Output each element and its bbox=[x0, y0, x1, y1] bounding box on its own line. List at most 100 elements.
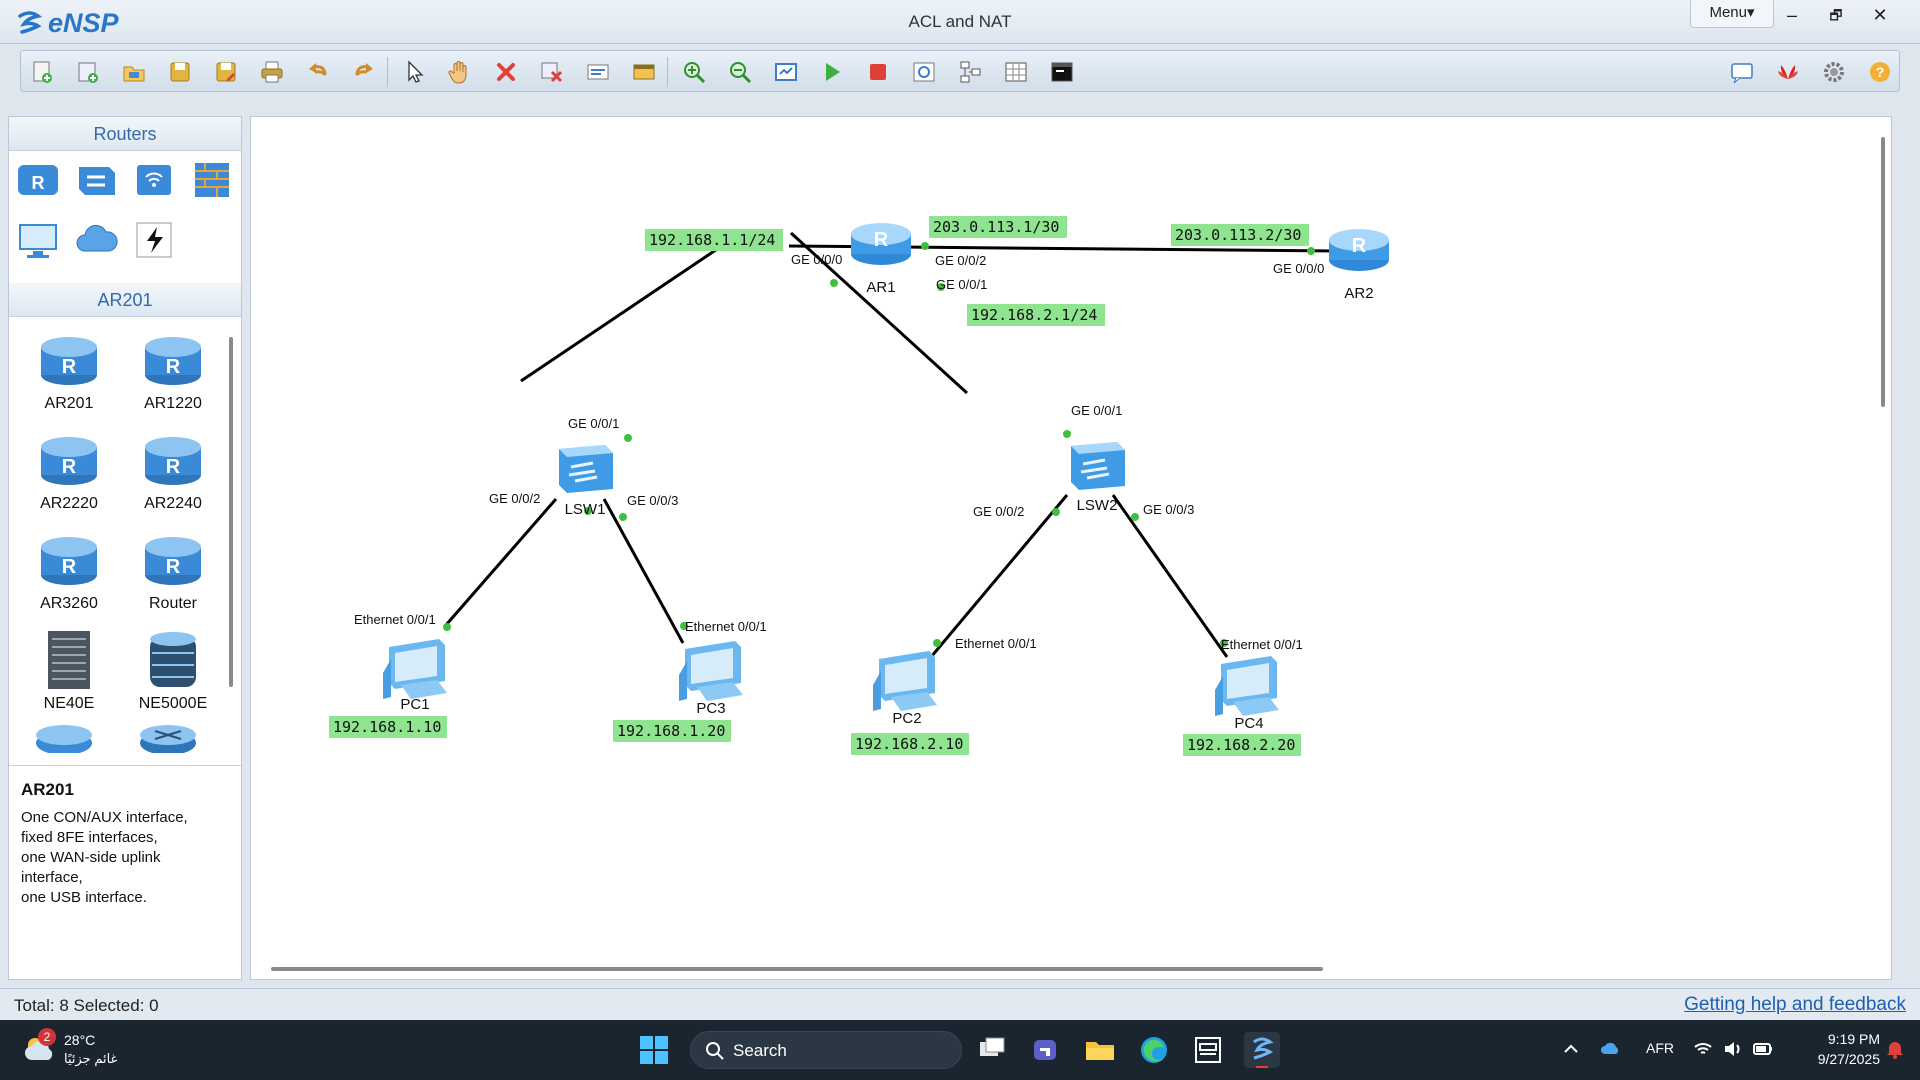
router-icon[interactable]: R bbox=[15, 157, 61, 203]
node-ar2[interactable] bbox=[1329, 229, 1389, 271]
palette-button[interactable] bbox=[629, 57, 659, 87]
clock-date[interactable]: 9/27/2025 bbox=[1817, 1051, 1880, 1067]
huawei-button[interactable] bbox=[1773, 57, 1803, 87]
link-ar1-lsw1[interactable] bbox=[520, 231, 742, 383]
battery-icon[interactable] bbox=[1752, 1038, 1774, 1060]
device-ne40e[interactable]: NE40E bbox=[21, 625, 117, 721]
save-button[interactable] bbox=[165, 57, 195, 87]
ip-label[interactable]: 192.168.2.20 bbox=[1187, 736, 1295, 754]
chevron-up-icon[interactable] bbox=[1560, 1038, 1582, 1060]
task-view-icon[interactable] bbox=[974, 1032, 1010, 1068]
device-label: NE5000E bbox=[138, 695, 208, 712]
help-feedback-link[interactable]: Getting help and feedback bbox=[1684, 994, 1906, 1015]
start-device-button[interactable] bbox=[817, 57, 847, 87]
link-lsw1-pc1[interactable] bbox=[444, 498, 558, 626]
new-lab-button[interactable] bbox=[73, 57, 103, 87]
ensp-active-icon[interactable] bbox=[1244, 1032, 1280, 1068]
delete-link-button[interactable] bbox=[537, 57, 567, 87]
undo-button[interactable] bbox=[303, 57, 333, 87]
toolbar-separator bbox=[667, 57, 668, 87]
fit-screen-button[interactable] bbox=[771, 57, 801, 87]
help-button[interactable]: ? bbox=[1865, 57, 1895, 87]
router-icon: R bbox=[41, 337, 97, 385]
node-ar1[interactable] bbox=[851, 223, 911, 265]
topology-button[interactable] bbox=[955, 57, 985, 87]
clock-time[interactable]: 9:19 PM bbox=[1827, 1031, 1880, 1047]
minimize-button[interactable]: – bbox=[1770, 0, 1814, 30]
firewall-icon[interactable] bbox=[189, 157, 235, 203]
ip-label[interactable]: 203.0.113.2/30 bbox=[1175, 226, 1301, 244]
open-button[interactable] bbox=[119, 57, 149, 87]
notification-bell-icon[interactable] bbox=[1884, 1038, 1906, 1060]
text-note-button[interactable] bbox=[583, 57, 613, 87]
node-pc4[interactable] bbox=[1215, 656, 1279, 716]
link-lsw2-pc2[interactable] bbox=[929, 494, 1069, 658]
node-pc1[interactable] bbox=[383, 639, 447, 699]
message-button[interactable] bbox=[1727, 57, 1757, 87]
ensp-taskbar-icon[interactable] bbox=[1190, 1032, 1226, 1068]
device-ar2240[interactable]: R AR2240 bbox=[125, 425, 221, 521]
print-button[interactable] bbox=[257, 57, 287, 87]
grid-button[interactable] bbox=[1001, 57, 1031, 87]
teams-icon[interactable] bbox=[1028, 1032, 1064, 1068]
node-lsw1[interactable] bbox=[557, 443, 615, 495]
onedrive-icon[interactable] bbox=[1600, 1038, 1622, 1060]
wifi-icon[interactable] bbox=[1692, 1038, 1714, 1060]
ip-label[interactable]: 192.168.1.1/24 bbox=[649, 231, 775, 249]
stop-device-button[interactable] bbox=[863, 57, 893, 87]
ip-label[interactable]: 192.168.1.10 bbox=[333, 718, 441, 736]
node-pc3[interactable] bbox=[679, 641, 743, 701]
device-ar2220[interactable]: R AR2220 bbox=[21, 425, 117, 521]
cloud-icon[interactable] bbox=[73, 217, 119, 263]
node-pc2[interactable] bbox=[873, 651, 937, 711]
link-lsw2-pc4[interactable] bbox=[1111, 494, 1229, 658]
new-topology-button[interactable] bbox=[27, 57, 57, 87]
ip-label[interactable]: 192.168.1.20 bbox=[617, 722, 725, 740]
link-lsw1-pc3[interactable] bbox=[602, 498, 685, 644]
delete-icon bbox=[497, 63, 515, 81]
start-icon[interactable] bbox=[638, 1034, 670, 1066]
palette-icon bbox=[633, 64, 655, 80]
pc-icon[interactable] bbox=[15, 217, 61, 263]
taskbar-search[interactable]: Search bbox=[690, 1031, 962, 1069]
device-ne5000e[interactable]: NE5000E bbox=[125, 625, 221, 721]
zoom-out-button[interactable] bbox=[725, 57, 755, 87]
file-explorer-icon[interactable] bbox=[1082, 1032, 1118, 1068]
terminal-button[interactable] bbox=[1047, 57, 1077, 87]
capture-button[interactable] bbox=[909, 57, 939, 87]
ip-label[interactable]: 203.0.113.1/30 bbox=[933, 218, 1059, 236]
zoom-in-button[interactable] bbox=[679, 57, 709, 87]
device-list-scrollbar[interactable] bbox=[229, 337, 233, 687]
menu-button[interactable]: Menu▾ bbox=[1690, 0, 1774, 28]
edge-icon[interactable] bbox=[1136, 1032, 1172, 1068]
ip-label[interactable]: 192.168.2.1/24 bbox=[971, 306, 1097, 324]
redo-button[interactable] bbox=[349, 57, 379, 87]
pan-button[interactable] bbox=[445, 57, 475, 87]
close-button[interactable]: ✕ bbox=[1858, 0, 1902, 30]
delete-button[interactable] bbox=[491, 57, 521, 87]
device-label: AR2220 bbox=[40, 495, 98, 512]
select-button[interactable] bbox=[399, 57, 429, 87]
switch-icon[interactable] bbox=[73, 157, 119, 203]
canvas-vertical-scrollbar[interactable] bbox=[1881, 137, 1885, 407]
device-ar201[interactable]: R AR201 bbox=[21, 325, 117, 421]
topology-canvas[interactable]: R bbox=[250, 116, 1892, 980]
device-ar3260[interactable]: R AR3260 bbox=[21, 525, 117, 621]
new-lab-icon bbox=[78, 62, 98, 83]
canvas-horizontal-scrollbar[interactable] bbox=[271, 967, 1323, 971]
fit-screen-icon bbox=[775, 63, 797, 81]
settings-button[interactable] bbox=[1819, 57, 1849, 87]
router-icon bbox=[36, 725, 92, 753]
save-as-button[interactable] bbox=[211, 57, 241, 87]
pc-icon bbox=[679, 641, 743, 701]
volume-icon[interactable] bbox=[1722, 1038, 1744, 1060]
language-indicator[interactable]: AFR bbox=[1646, 1040, 1674, 1056]
restore-button[interactable]: 🗗 bbox=[1814, 0, 1858, 30]
node-lsw2[interactable] bbox=[1069, 440, 1127, 492]
ip-label[interactable]: 192.168.2.10 bbox=[855, 735, 963, 753]
device-router[interactable]: R Router bbox=[125, 525, 221, 621]
device-ar1220[interactable]: R AR1220 bbox=[125, 325, 221, 421]
link-icon[interactable] bbox=[131, 217, 177, 263]
link-ar1-lsw2[interactable] bbox=[789, 231, 969, 395]
wireless-icon[interactable] bbox=[131, 157, 177, 203]
